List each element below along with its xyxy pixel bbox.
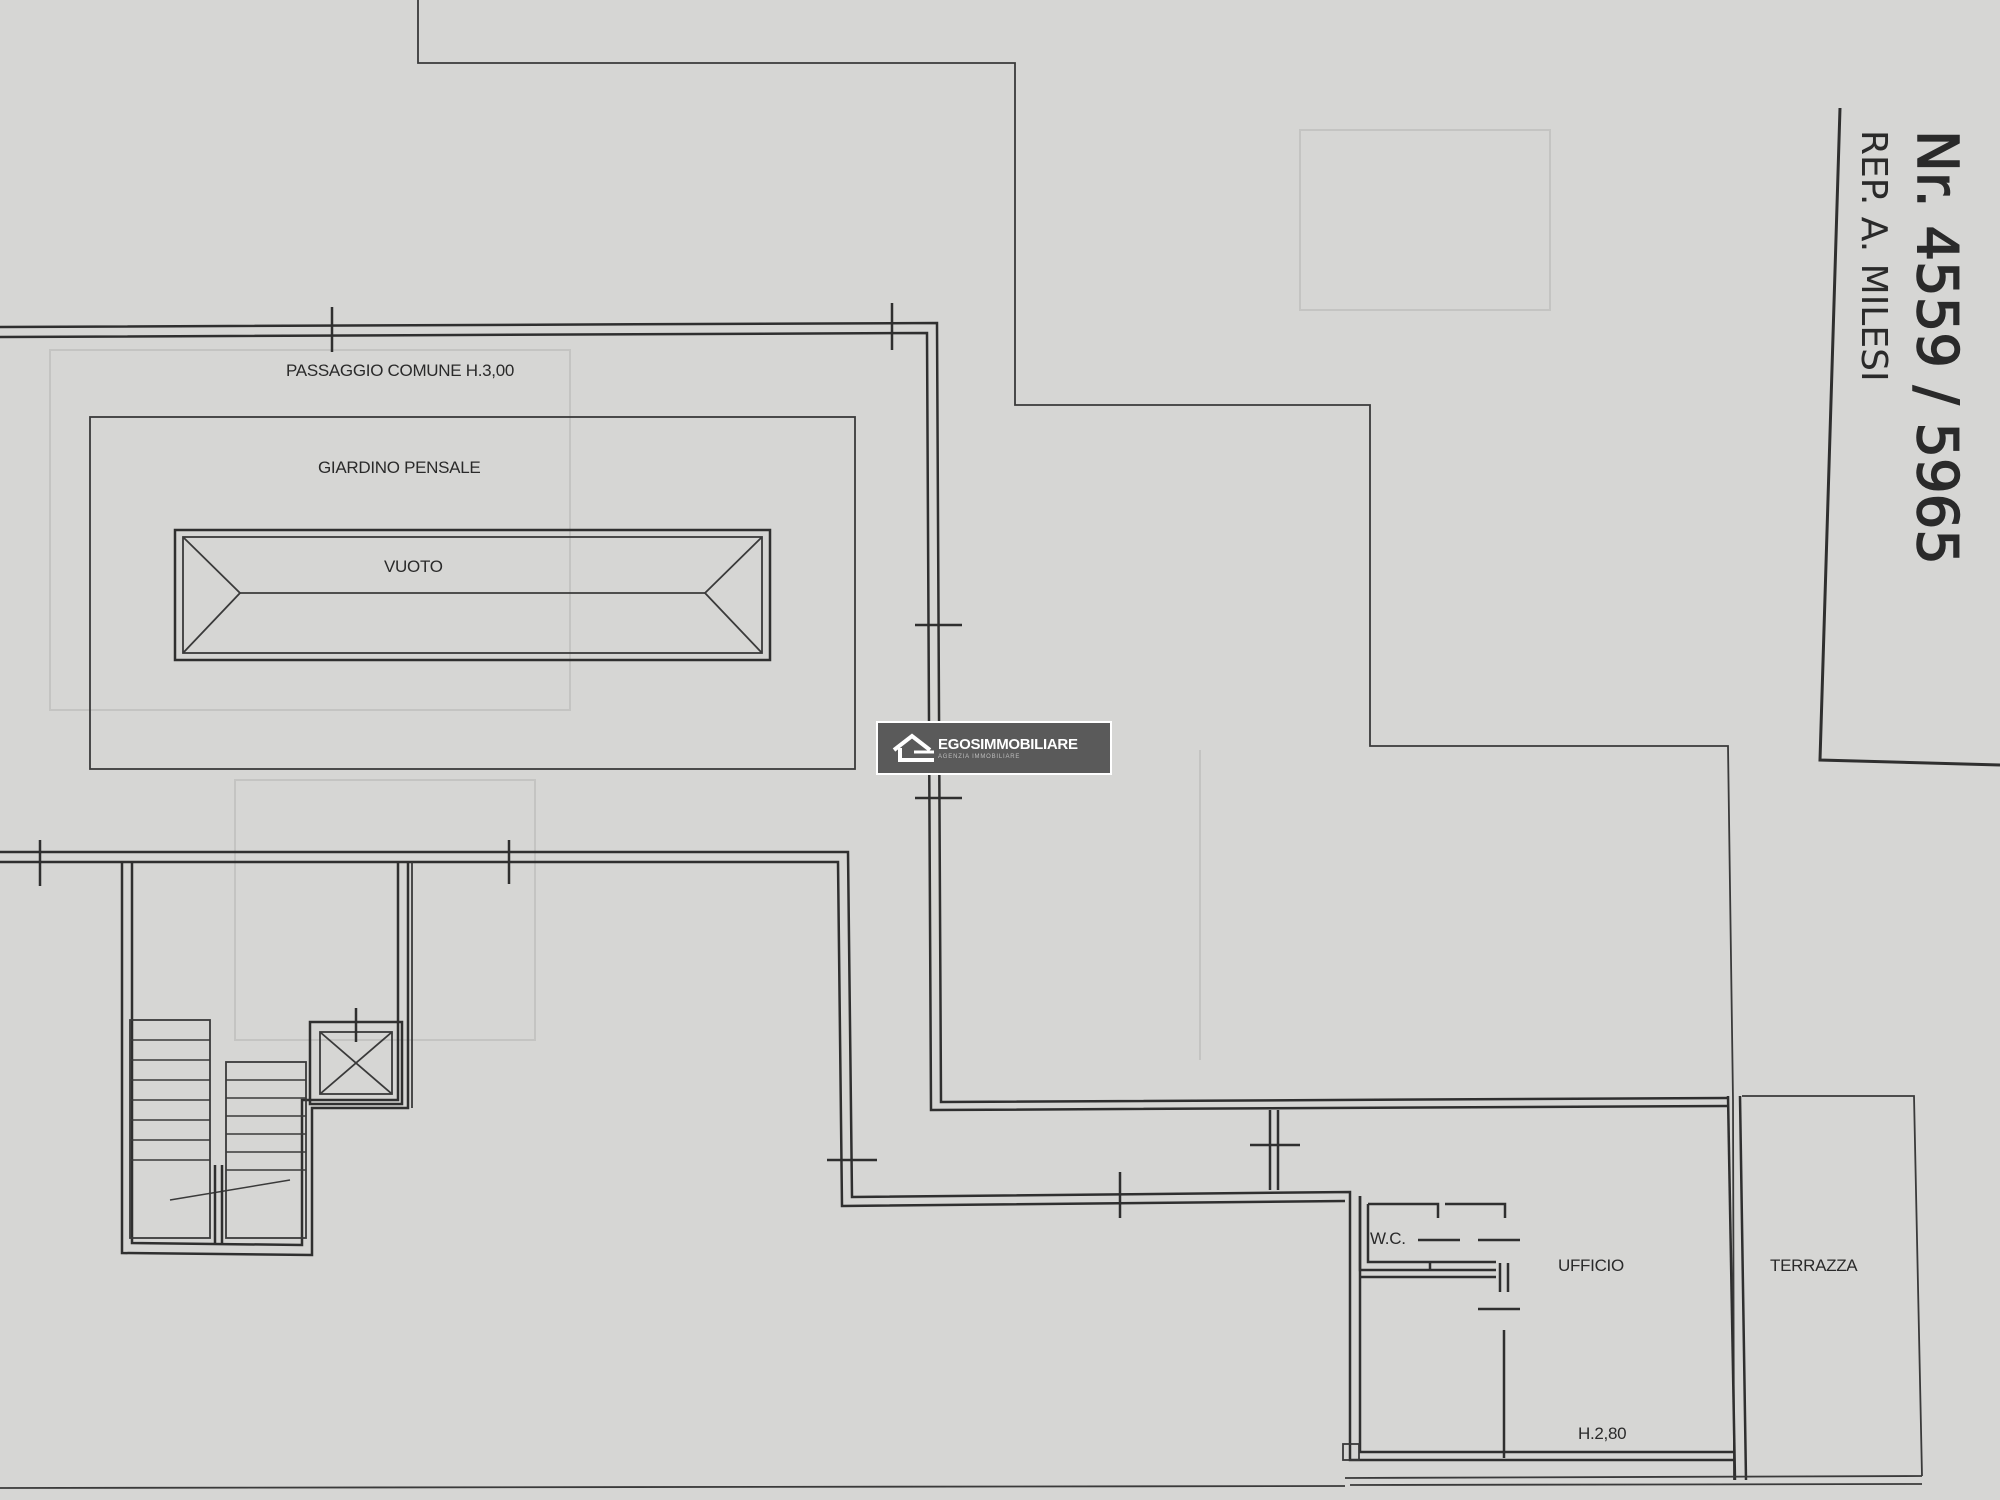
giardino-pensile-outline xyxy=(89,416,856,770)
vuoto-void xyxy=(173,528,772,662)
lower-corridor-walls xyxy=(0,840,1352,1218)
bottom-line xyxy=(0,1485,1346,1489)
site-boundary xyxy=(417,0,1735,1481)
stamp-number-line: Nr. 4559 / 5965 xyxy=(1904,130,1969,565)
label-wc: W.C. xyxy=(1370,1229,1406,1248)
registry-stamp: REP. A. MILESI Nr. 4559 / 5965 xyxy=(1818,107,2000,767)
house-logo-icon xyxy=(892,733,934,762)
watermark-name: EGOSIMMOBILIARE xyxy=(938,736,1078,753)
ufficio-block xyxy=(1342,1196,1735,1462)
watermark-tagline: AGENZIA IMMOBILIARE xyxy=(938,754,1021,760)
label-ufficio: UFFICIO xyxy=(1558,1256,1624,1275)
terrazza-block xyxy=(1344,1095,1923,1486)
label-terrazza: TERRAZZA xyxy=(1770,1256,1858,1275)
passaggio-comune-walls xyxy=(0,303,1728,1112)
egosimmobiliare-watermark: EGOSIMMOBILIARE AGENZIA IMMOBILIARE xyxy=(876,721,1112,775)
background-ghost-lines xyxy=(49,129,1551,1060)
label-vuoto: VUOTO xyxy=(384,557,443,576)
stamp-rep-line: REP. A. MILESI xyxy=(1853,130,1894,382)
label-height-ufficio: H.2,80 xyxy=(1578,1424,1626,1443)
label-passaggio: PASSAGGIO COMUNE H.3,00 xyxy=(286,361,514,380)
stairwell xyxy=(120,862,413,1257)
label-giardino: GIARDINO PENSALE xyxy=(318,458,480,477)
